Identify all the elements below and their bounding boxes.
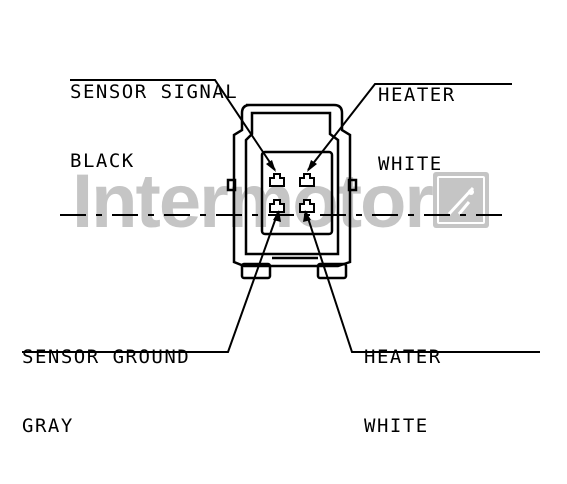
pin-heater-top xyxy=(299,173,315,187)
arrow-heater-bottom xyxy=(303,210,311,222)
label-sensor-ground: SENSOR GROUND GRAY xyxy=(22,300,190,484)
connector-drawing xyxy=(22,79,540,353)
label-heater-top-line1: HEATER xyxy=(378,84,456,106)
leader-heater-top xyxy=(307,83,512,171)
pin-sensor-ground xyxy=(269,199,285,213)
label-sensor-signal: SENSOR SIGNAL BLACK xyxy=(70,35,238,219)
connector-pins xyxy=(269,173,315,213)
label-heater-top: HEATER WHITE xyxy=(378,38,456,222)
arrow-sensor-ground xyxy=(273,210,281,222)
label-sensor-signal-line2: BLACK xyxy=(70,150,135,172)
label-sensor-ground-line1: SENSOR GROUND xyxy=(22,346,191,368)
watermark-text: Intermotor xyxy=(72,159,434,244)
intermotor-logo-icon xyxy=(433,172,489,228)
leader-sensor-ground xyxy=(22,211,279,353)
pin-sensor-signal xyxy=(269,173,285,187)
arrow-sensor-signal xyxy=(266,160,276,172)
connector-diagram: Intermotor xyxy=(22,35,540,437)
label-sensor-signal-line1: SENSOR SIGNAL xyxy=(70,81,239,103)
pin-heater-bottom xyxy=(299,199,315,213)
label-heater-bottom-line2: WHITE xyxy=(364,415,429,437)
label-heater-top-line2: WHITE xyxy=(378,153,443,175)
label-heater-bottom-line1: HEATER xyxy=(364,346,442,368)
connector-housing xyxy=(226,103,358,280)
label-sensor-ground-line2: GRAY xyxy=(22,415,74,437)
arrow-heater-top xyxy=(307,160,317,172)
label-heater-bottom: HEATER WHITE xyxy=(364,300,442,484)
leader-sensor-signal xyxy=(70,79,276,171)
leader-heater-bottom xyxy=(305,211,540,353)
